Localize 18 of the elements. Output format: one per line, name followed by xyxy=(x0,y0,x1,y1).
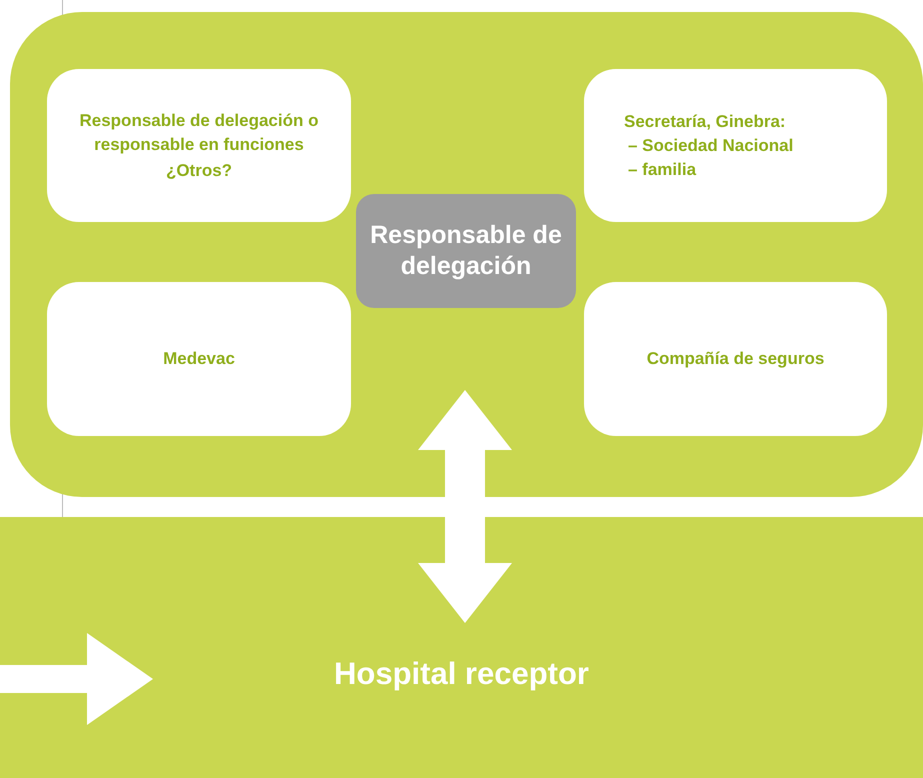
card-text: Responsable de delegación o responsable en funciones xyxy=(78,110,320,156)
info-card xyxy=(47,69,351,222)
role-box xyxy=(356,194,576,308)
info-card xyxy=(47,282,351,436)
role-text: Responsable de delegación xyxy=(369,220,563,282)
hospital-band xyxy=(0,517,923,778)
card-text: Compañía de seguros xyxy=(646,348,824,370)
arrow xyxy=(418,390,512,623)
card-text: – familia xyxy=(627,158,696,180)
arrow xyxy=(0,633,153,725)
rounded-panel xyxy=(10,12,923,497)
card-text: Medevac xyxy=(163,348,235,370)
band-title: Hospital receptor xyxy=(333,655,590,693)
card-text: – Sociedad Nacional xyxy=(627,134,794,156)
card-text: ¿Otros? xyxy=(166,160,232,182)
info-card xyxy=(584,69,887,222)
info-card xyxy=(584,282,887,436)
card-text: Secretaría, Ginebra: xyxy=(624,110,786,132)
